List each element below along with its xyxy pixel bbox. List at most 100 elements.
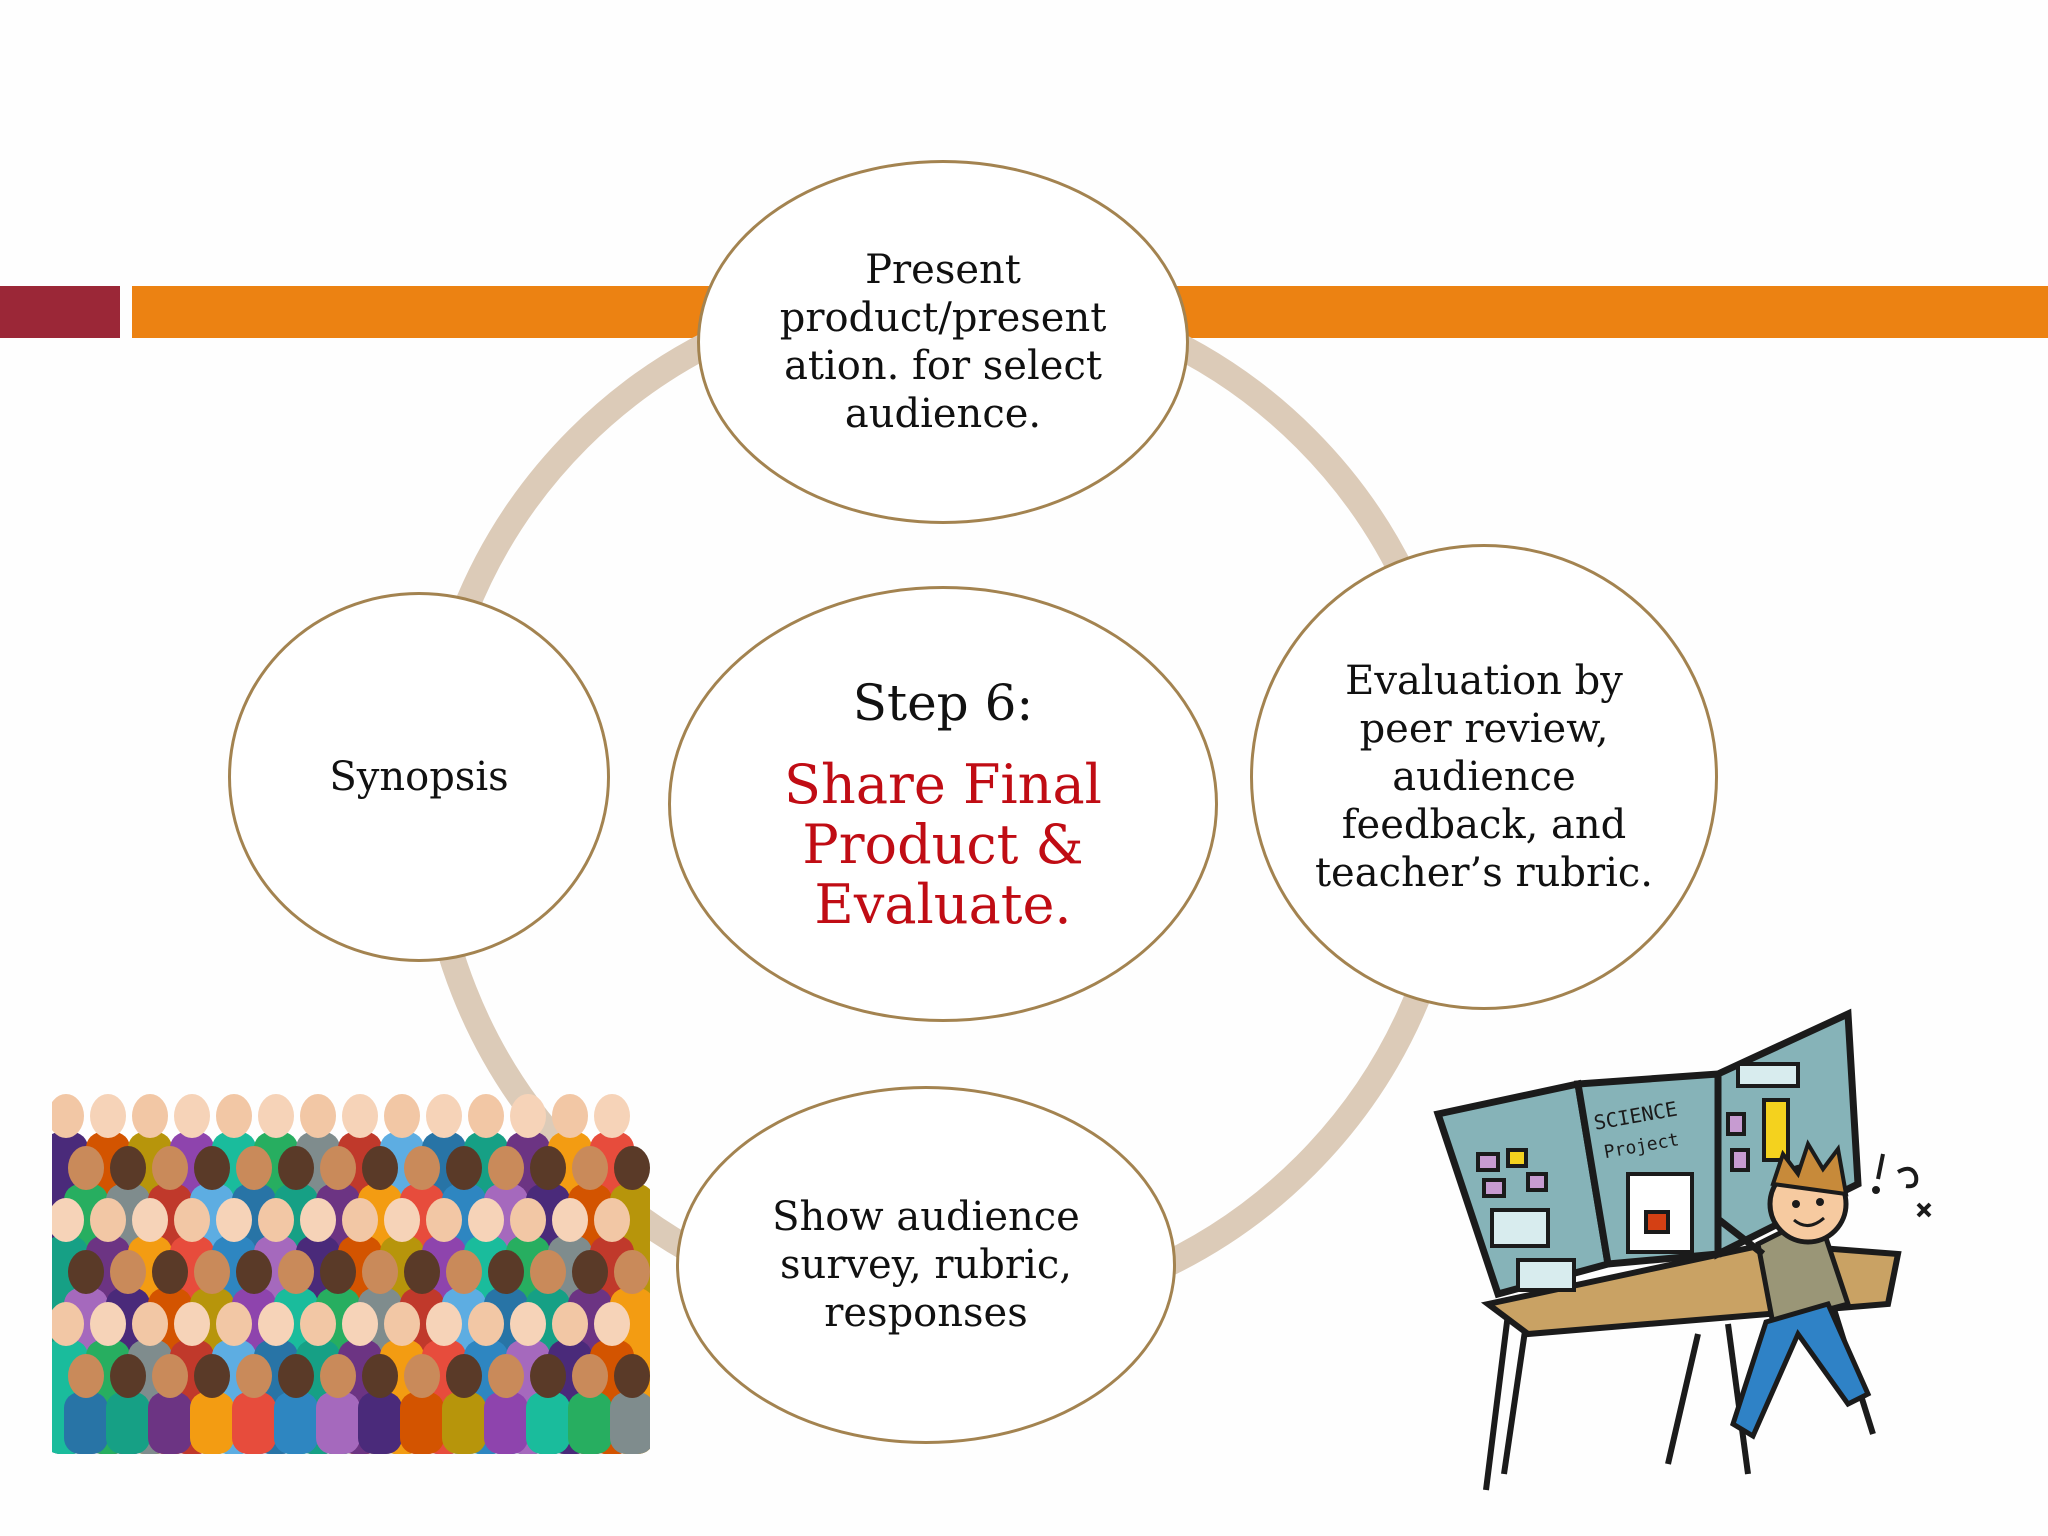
cycle-node-evaluation-text: Evaluation by peer review, audience feed… — [1314, 658, 1654, 896]
crowd-person-head — [530, 1354, 566, 1398]
crowd-person-head — [426, 1198, 462, 1242]
crowd-person-head — [468, 1198, 504, 1242]
crowd-person-head — [110, 1146, 146, 1190]
crowd-person-head — [90, 1094, 126, 1138]
crowd-person-head — [404, 1354, 440, 1398]
crowd-person-body — [400, 1392, 444, 1454]
crowd-person-head — [300, 1094, 336, 1138]
crowd-person-head — [132, 1198, 168, 1242]
crowd-person-head — [384, 1094, 420, 1138]
crowd-person-head — [278, 1250, 314, 1294]
cycle-node-show-audience: Show audience survey, rubric, responses — [676, 1086, 1176, 1444]
crowd-person-head — [194, 1250, 230, 1294]
crowd-person-head — [614, 1250, 650, 1294]
crowd-person-head — [572, 1250, 608, 1294]
crowd-person-head — [110, 1250, 146, 1294]
crowd-person-body — [484, 1392, 528, 1454]
cycle-node-present-text: Present product/present ation. for selec… — [779, 247, 1107, 437]
accent-bar-red — [0, 286, 120, 338]
crowd-person-head — [300, 1302, 336, 1346]
crowd-person-head — [52, 1094, 84, 1138]
crowd-person-head — [426, 1302, 462, 1346]
crowd-person-head — [236, 1146, 272, 1190]
crowd-person-body — [610, 1392, 650, 1454]
cycle-node-evaluation: Evaluation by peer review, audience feed… — [1250, 544, 1718, 1010]
crowd-person-head — [342, 1094, 378, 1138]
crowd-person-body — [442, 1392, 486, 1454]
crowd-person-head — [320, 1354, 356, 1398]
crowd-person-head — [510, 1198, 546, 1242]
crowd-person-head — [510, 1094, 546, 1138]
crowd-person-head — [152, 1250, 188, 1294]
crowd-person-body — [148, 1392, 192, 1454]
crowd-person-head — [362, 1250, 398, 1294]
crowd-person-head — [510, 1302, 546, 1346]
crowd-person-head — [132, 1302, 168, 1346]
crowd-person-head — [488, 1146, 524, 1190]
crowd-person-head — [384, 1198, 420, 1242]
crowd-person-head — [614, 1354, 650, 1398]
crowd-person-body — [274, 1392, 318, 1454]
crowd-person-body — [232, 1392, 276, 1454]
crowd-person-head — [594, 1302, 630, 1346]
step-label: Step 6: — [852, 674, 1034, 732]
crowd-person-head — [468, 1302, 504, 1346]
crowd-person-head — [278, 1146, 314, 1190]
crowd-person-head — [194, 1146, 230, 1190]
crowd-person-head — [236, 1354, 272, 1398]
cycle-center-node: Step 6: Share Final Product & Evaluate. — [668, 586, 1218, 1022]
crowd-person-head — [258, 1198, 294, 1242]
crowd-person-head — [278, 1354, 314, 1398]
crowd-person-body — [316, 1392, 360, 1454]
crowd-person-head — [320, 1146, 356, 1190]
crowd-person-head — [362, 1354, 398, 1398]
crowd-person-body — [106, 1392, 150, 1454]
cycle-node-show-audience-text: Show audience survey, rubric, responses — [772, 1194, 1080, 1336]
crowd-person-head — [614, 1146, 650, 1190]
crowd-person-head — [194, 1354, 230, 1398]
cycle-node-synopsis: Synopsis — [228, 592, 610, 962]
crowd-person-head — [552, 1094, 588, 1138]
crowd-person-body — [190, 1392, 234, 1454]
crowd-person-body — [526, 1392, 570, 1454]
crowd-person-head — [594, 1094, 630, 1138]
crowd-person-head — [446, 1354, 482, 1398]
crowd-person-head — [572, 1354, 608, 1398]
science-project-illustration: SCIENCE Project — [1433, 1008, 1932, 1491]
crowd-person-head — [552, 1302, 588, 1346]
crowd-person-head — [258, 1094, 294, 1138]
crowd-person-head — [68, 1354, 104, 1398]
crowd-person-head — [488, 1250, 524, 1294]
crowd-person-head — [90, 1302, 126, 1346]
crowd-person-head — [216, 1302, 252, 1346]
crowd-person-head — [68, 1250, 104, 1294]
crowd-person-head — [174, 1094, 210, 1138]
step-title: Share Final Product & Evaluate. — [784, 753, 1102, 936]
crowd-person-head — [468, 1094, 504, 1138]
crowd-person-head — [404, 1250, 440, 1294]
crowd-person-head — [530, 1250, 566, 1294]
crowd-person-head — [488, 1354, 524, 1398]
crowd-person-body — [64, 1392, 108, 1454]
crowd-person-head — [362, 1146, 398, 1190]
crowd-person-head — [572, 1146, 608, 1190]
crowd-person-head — [342, 1302, 378, 1346]
crowd-person-head — [174, 1198, 210, 1242]
cycle-node-present: Present product/present ation. for selec… — [697, 160, 1189, 524]
crowd-person-body — [358, 1392, 402, 1454]
crowd-person-head — [446, 1146, 482, 1190]
crowd-person-body — [568, 1392, 612, 1454]
crowd-person-head — [110, 1354, 146, 1398]
crowd-person-head — [216, 1198, 252, 1242]
crowd-person-head — [530, 1146, 566, 1190]
cycle-node-synopsis-text: Synopsis — [329, 754, 509, 800]
crowd-person-head — [174, 1302, 210, 1346]
crowd-person-head — [90, 1198, 126, 1242]
crowd-person-head — [132, 1094, 168, 1138]
crowd-person-head — [236, 1250, 272, 1294]
crowd-person-head — [446, 1250, 482, 1294]
crowd-person-head — [52, 1302, 84, 1346]
crowd-person-head — [258, 1302, 294, 1346]
crowd-person-head — [342, 1198, 378, 1242]
crowd-person-head — [152, 1146, 188, 1190]
